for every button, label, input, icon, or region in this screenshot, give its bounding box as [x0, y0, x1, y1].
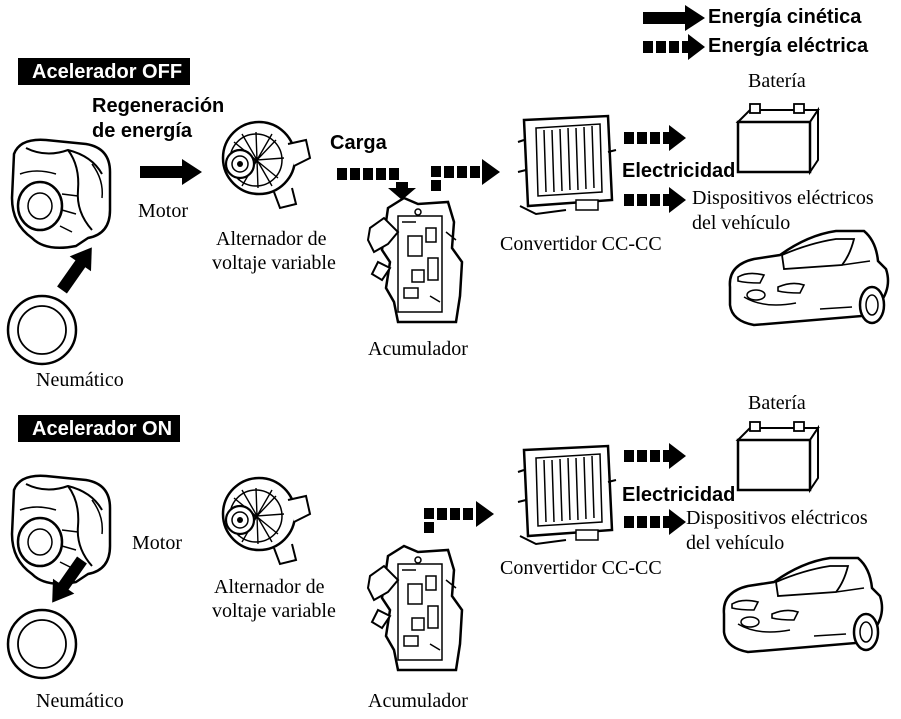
bottom-section: [6, 420, 884, 680]
top-car-icon: [728, 229, 890, 327]
top-tire-icon: [6, 294, 78, 366]
top-battery-icon: [736, 102, 820, 174]
bottom-devices-line2: del vehículo: [686, 532, 785, 554]
top-accumulator-icon: [366, 196, 464, 324]
top-alternator-icon: [221, 120, 312, 210]
bottom-accumulator-to-converter-arrow-icon: [424, 501, 494, 533]
bottom-tire-icon: [6, 608, 78, 680]
top-section: [6, 102, 890, 366]
top-converter-to-devices-arrow-icon: [624, 187, 686, 213]
top-accelerator-off-badge: Acelerador OFF: [18, 58, 191, 85]
top-regen-line2: de energía: [92, 120, 193, 142]
top-alternator-line1: Alternador de: [216, 228, 327, 250]
bottom-converter-to-devices-arrow-icon: [624, 509, 686, 535]
bottom-converter-icon: [516, 444, 618, 546]
bottom-motor-label: Motor: [132, 532, 182, 554]
top-devices-line2: del vehículo: [692, 212, 791, 234]
bottom-battery-icon: [736, 420, 820, 492]
legend-electric-arrow-icon: [643, 34, 705, 60]
top-motor-label: Motor: [138, 200, 188, 222]
bottom-alternator-line1: Alternador de: [214, 576, 325, 598]
legend-electric-label: Energía eléctrica: [708, 35, 869, 57]
bottom-battery-label: Batería: [748, 392, 806, 414]
top-battery-label: Batería: [748, 70, 806, 92]
legend-kinetic-label: Energía cinética: [708, 6, 862, 28]
top-charge-arrow-icon: [337, 168, 416, 200]
top-regen-line1: Regeneración: [92, 95, 225, 117]
top-accumulator-to-converter-arrow-icon: [431, 159, 500, 191]
bottom-engine-icon: [10, 474, 112, 586]
bottom-alternator-line2: voltaje variable: [212, 600, 336, 622]
top-converter-to-battery-arrow-icon: [624, 125, 686, 151]
bottom-accumulator-label: Acumulador: [368, 690, 468, 712]
bottom-devices-line1: Dispositivos eléctricos: [686, 507, 868, 529]
bottom-tire-label: Neumático: [36, 690, 124, 712]
bottom-electricity-label: Electricidad: [622, 484, 736, 506]
top-charge-label: Carga: [330, 132, 387, 154]
top-devices-line1: Dispositivos eléctricos: [692, 187, 874, 209]
bottom-alternator-icon: [221, 476, 312, 566]
bottom-converter-to-battery-arrow-icon: [624, 443, 686, 469]
top-electricity-label: Electricidad: [622, 160, 736, 182]
top-tire-to-engine-arrow-icon: [57, 247, 92, 294]
top-tire-label: Neumático: [36, 369, 124, 391]
top-engine-icon: [10, 138, 112, 250]
top-converter-icon: [516, 114, 618, 216]
bottom-engine-to-tire-arrow-icon: [52, 556, 87, 603]
top-accumulator-label: Acumulador: [368, 338, 468, 360]
bottom-accumulator-icon: [366, 544, 464, 672]
bottom-converter-label: Convertidor CC-CC: [500, 557, 662, 579]
top-engine-to-alternator-arrow-icon: [140, 159, 202, 185]
bottom-car-icon: [722, 556, 884, 654]
bottom-accelerator-on-badge: Acelerador ON: [18, 415, 181, 442]
legend-kinetic-arrow-icon: [643, 5, 705, 31]
top-converter-label: Convertidor CC-CC: [500, 233, 662, 255]
top-alternator-line2: voltaje variable: [212, 252, 336, 274]
